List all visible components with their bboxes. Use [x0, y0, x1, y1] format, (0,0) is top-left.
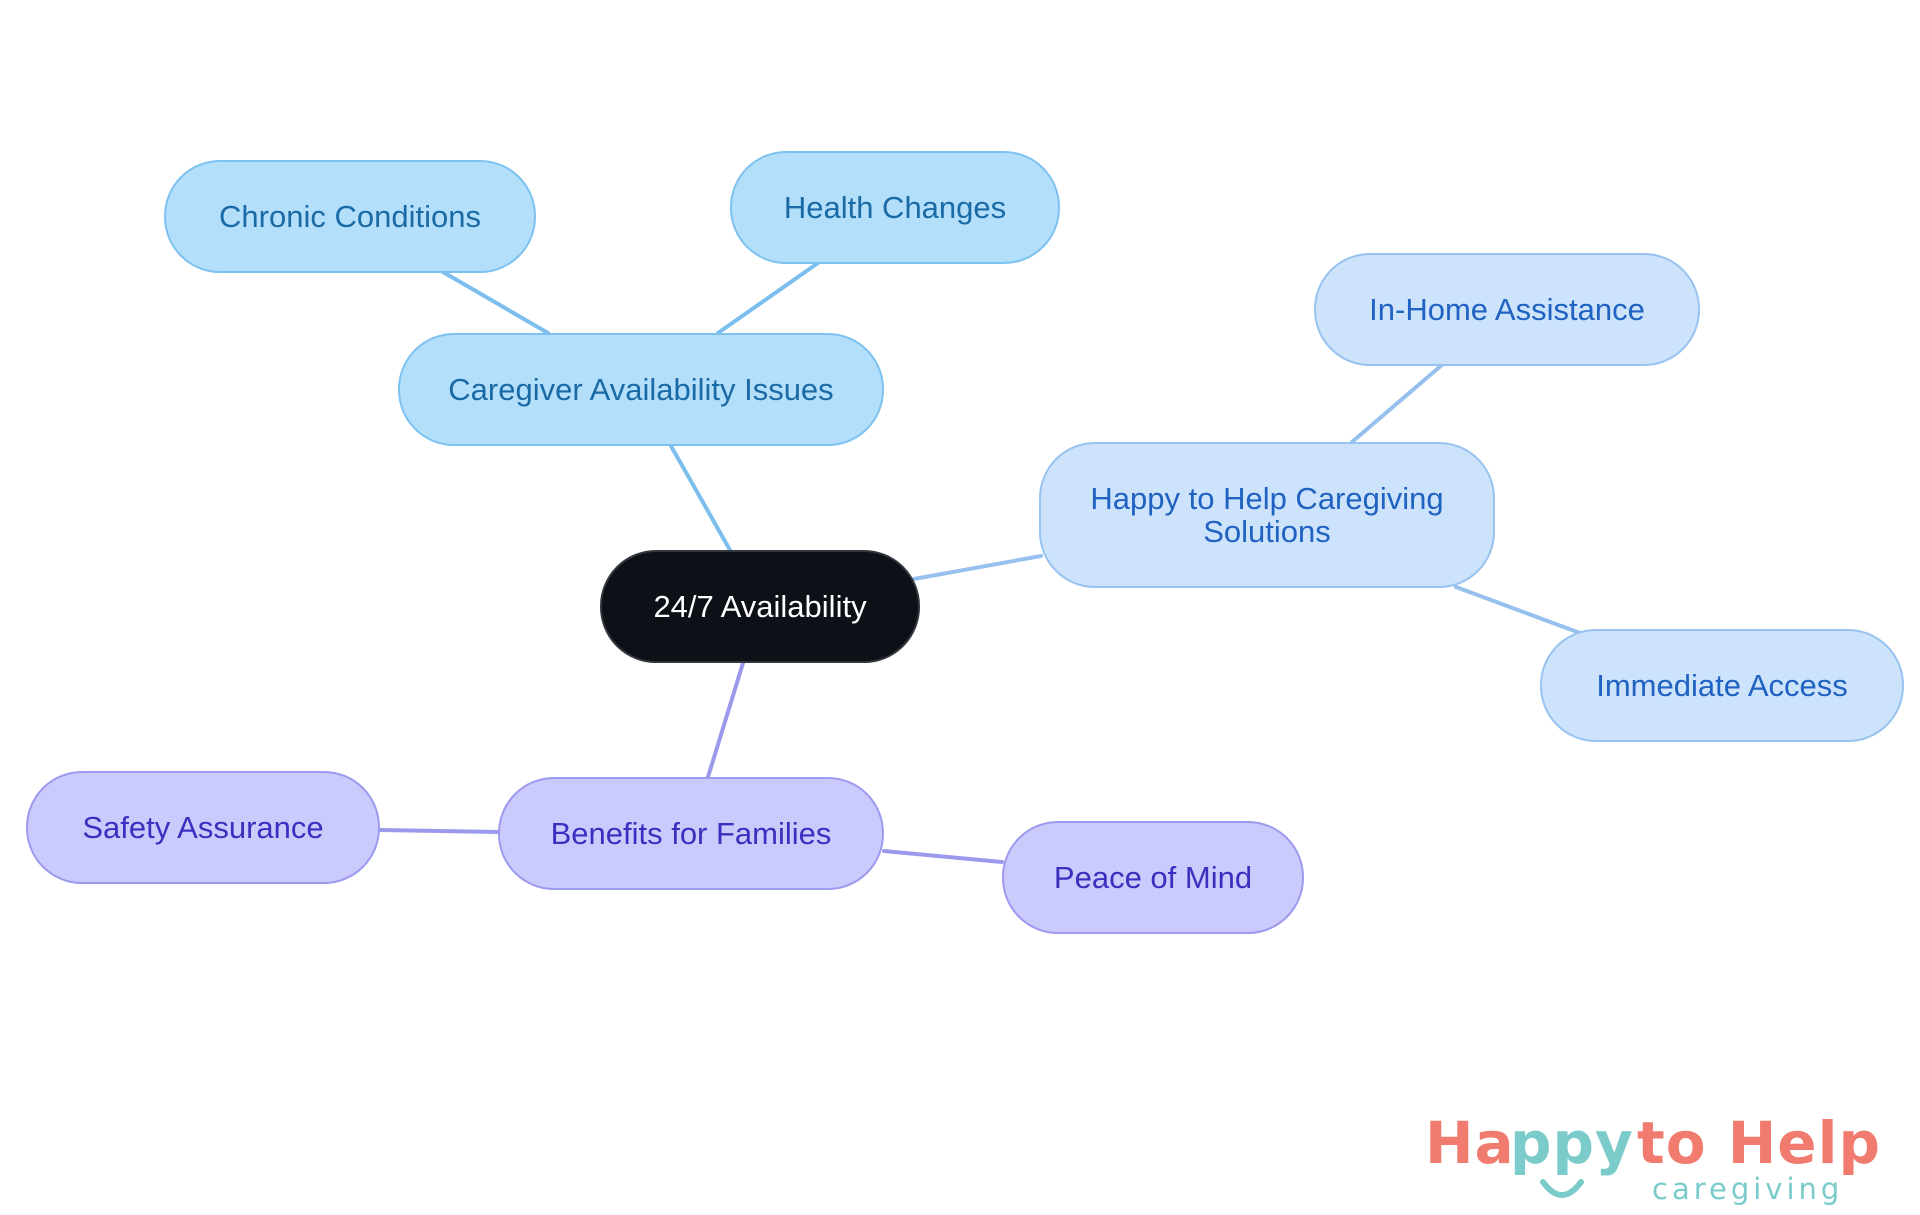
node-label: Benefits for Families [550, 815, 832, 851]
node-root: 24/7 Availability [600, 550, 920, 663]
node-health: Health Changes [730, 151, 1060, 264]
edge-caregiver [669, 444, 732, 552]
edge-safety [378, 828, 500, 834]
edge-health [716, 261, 820, 335]
node-label: Caregiver Availability Issues [448, 371, 834, 407]
edge-benefits [706, 661, 745, 779]
smile-icon [1540, 1179, 1584, 1198]
node-chronic: Chronic Conditions [164, 160, 536, 273]
node-label: Health Changes [783, 189, 1007, 225]
happy-to-help-logo: Ha ppy to Help caregiving [1425, 1108, 1895, 1208]
logo-text-part2: ppy [1510, 1109, 1634, 1177]
node-benefits: Benefits for Families [498, 777, 884, 890]
node-label: Immediate Access [1596, 667, 1848, 703]
node-label: In-Home Assistance [1369, 291, 1645, 327]
node-safety: Safety Assurance [26, 771, 380, 884]
logo-text-part1: Ha [1425, 1109, 1515, 1177]
edge-solutions [912, 554, 1043, 581]
node-caregiver: Caregiver Availability Issues [398, 333, 884, 446]
node-immediate: Immediate Access [1540, 629, 1904, 742]
edge-chronic [441, 270, 550, 335]
node-label: 24/7 Availability [653, 588, 867, 624]
logo-text-part3: to Help [1637, 1109, 1882, 1177]
node-inhome: In-Home Assistance [1314, 253, 1700, 366]
node-solutions: Happy to Help Caregiving Solutions [1039, 442, 1495, 588]
node-label: Chronic Conditions [219, 198, 481, 234]
node-label: Peace of Mind [1053, 859, 1253, 895]
node-peace: Peace of Mind [1002, 821, 1304, 934]
logo-subtitle: caregiving [1652, 1172, 1844, 1206]
edge-immediate [1454, 585, 1582, 635]
edge-inhome [1350, 362, 1445, 444]
node-label: Happy to Help Caregiving Solutions [1090, 480, 1444, 549]
edge-peace [882, 849, 1004, 864]
node-label: Safety Assurance [82, 809, 324, 845]
